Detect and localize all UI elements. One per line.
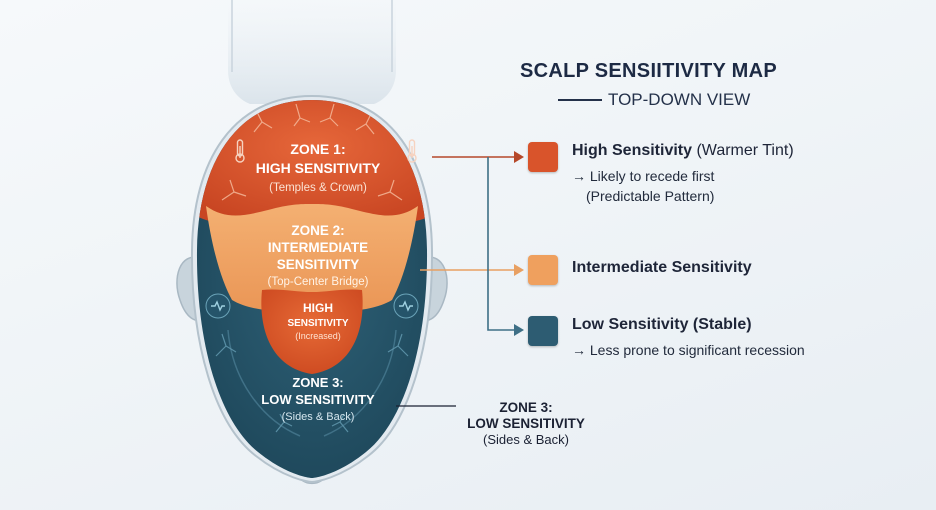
zone-1-name: HIGH SENSITIVITY [256, 160, 381, 176]
zone-3-name: LOW SENSITIVITY [261, 392, 375, 407]
legend-label-high: High Sensitivity [572, 142, 693, 159]
inner-high-region [261, 289, 363, 374]
legend-high-note: → Likely to recede first [572, 168, 715, 184]
zone-3-label: ZONE 3: LOW SENSITIVITY (Sides & Back) [261, 375, 375, 423]
legend-label-intermediate: Intermediate Sensitivity [572, 259, 752, 276]
pulse-icon [205, 293, 231, 319]
callout-name: LOW SENSITIVITY [467, 416, 585, 432]
zone-1-region [196, 100, 428, 224]
legend-low-note: → Less prone to significant recession [572, 342, 805, 358]
zone-2-name-2: SENSITIVITY [277, 257, 360, 272]
subtitle-dash [558, 99, 602, 101]
legend-swatch-intermediate [528, 255, 558, 285]
legend-text-high: High Sensitivity (Warmer Tint) → Likely … [572, 142, 794, 207]
side-contour-left [227, 329, 301, 437]
zone-1-heading: ZONE 1: [290, 141, 345, 157]
legend-label-high-rest: (Warmer Tint) [692, 142, 794, 159]
legend-item-intermediate: Intermediate Sensitivity [528, 255, 752, 285]
inner-high-line2: SENSITIVITY [287, 318, 348, 329]
side-contour-right [323, 329, 397, 437]
arrow-icon [514, 151, 524, 336]
connector-lines [420, 156, 520, 331]
thermometer-icon [235, 139, 245, 163]
subtitle-text: TOP-DOWN VIEW [608, 90, 751, 109]
zone-3-callout: ZONE 3: LOW SENSITIVITY (Sides & Back) [456, 400, 596, 448]
veins-zone-3 [215, 333, 409, 433]
callout-area: (Sides & Back) [483, 432, 569, 448]
zone-2-region [206, 204, 418, 312]
page-title: SCALP SENSIITIVITY MAP [520, 60, 778, 82]
inner-high-line3: (Increased) [295, 331, 341, 341]
zone-2-name-1: INTERMEDIATE [268, 240, 368, 255]
legend-item-high: High Sensitivity (Warmer Tint) → Likely … [528, 142, 794, 207]
zone-2-area: (Top-Center Bridge) [268, 276, 369, 288]
zone-1-label: ZONE 1: HIGH SENSITIVITY (Temples & Crow… [256, 141, 381, 194]
zone-2-label: ZONE 2: INTERMEDIATE SENSITIVITY (Top-Ce… [268, 223, 369, 288]
legend-text-low: Low Sensitivity (Stable) → Less prone to… [572, 316, 805, 360]
zone-2-heading: ZONE 2: [291, 223, 344, 238]
zone-3-area: (Sides & Back) [282, 411, 355, 423]
neck [228, 0, 396, 104]
thermometer-icon [407, 139, 417, 163]
legend-text-intermediate: Intermediate Sensitivity [572, 255, 752, 277]
legend-label-low: Low Sensitivity (Stable) [572, 316, 752, 333]
legend-high-pattern: (Predictable Pattern) [586, 188, 715, 205]
zone-3-heading: ZONE 3: [292, 375, 343, 390]
inner-high-line1: HIGH [303, 301, 333, 315]
pulse-icon [393, 293, 419, 319]
neck-outline [231, 0, 393, 72]
zone-1-area: (Temples & Crown) [269, 182, 367, 194]
callout-heading: ZONE 3: [499, 400, 553, 415]
page-subtitle: TOP-DOWN VIEW [558, 90, 818, 110]
veins-zone-1 [221, 103, 403, 201]
legend-item-low: Low Sensitivity (Stable) → Less prone to… [528, 316, 805, 360]
legend-swatch-low [528, 316, 558, 346]
connector-low-vertical [487, 157, 520, 331]
legend-swatch-high [528, 142, 558, 172]
inner-high-label: HIGH SENSITIVITY (Increased) [287, 301, 348, 341]
